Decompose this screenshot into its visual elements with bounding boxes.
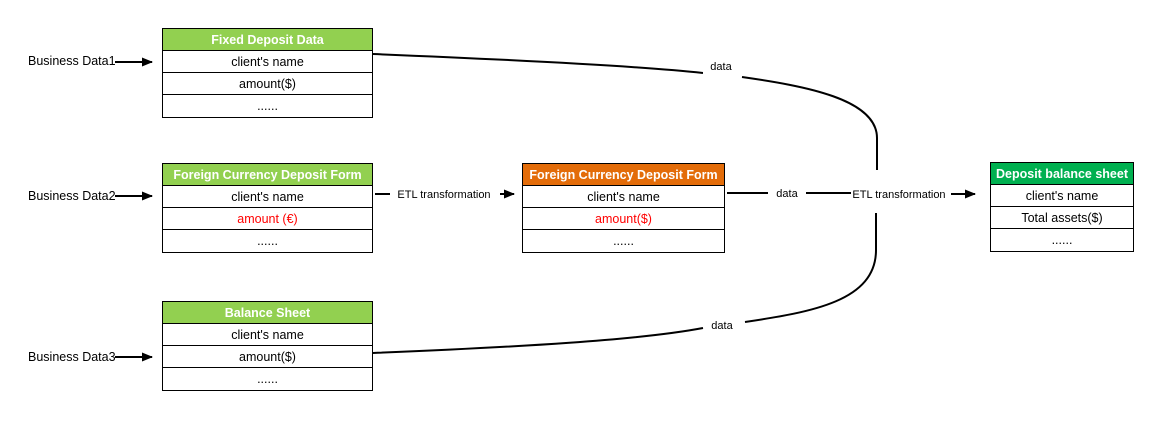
table-row: client's name <box>523 186 724 208</box>
table-header: Foreign Currency Deposit Form <box>163 164 372 186</box>
table-header: Foreign Currency Deposit Form <box>523 164 724 186</box>
table-row: ...... <box>523 230 724 252</box>
connector-data-top-left <box>372 53 704 74</box>
table-header: Fixed Deposit Data <box>163 29 372 51</box>
table-fixed-deposit-data: Fixed Deposit Data client's name amount(… <box>162 28 373 118</box>
table-deposit-balance-sheet: Deposit balance sheet client's name Tota… <box>990 162 1134 252</box>
table-row: client's name <box>163 51 372 73</box>
table-row: client's name <box>163 324 372 346</box>
table-foreign-currency-deposit-form-staged: Foreign Currency Deposit Form client's n… <box>522 163 725 253</box>
table-row: ...... <box>163 230 372 252</box>
table-header: Balance Sheet <box>163 302 372 324</box>
table-row-highlighted: amount($) <box>523 208 724 230</box>
label-data-top: data <box>703 59 739 75</box>
table-row: amount($) <box>163 346 372 368</box>
table-row-highlighted: amount (€) <box>163 208 372 230</box>
label-etl-transformation-right: ETL transformation <box>851 187 947 203</box>
connector-data-top-right <box>741 76 878 170</box>
table-row: ...... <box>163 95 372 117</box>
label-data-bottom: data <box>704 318 740 334</box>
table-row: ...... <box>991 229 1133 251</box>
source-label-business-data3: Business Data3 <box>28 350 116 364</box>
table-foreign-currency-deposit-form-source: Foreign Currency Deposit Form client's n… <box>162 163 373 253</box>
table-row: ...... <box>163 368 372 390</box>
table-balance-sheet: Balance Sheet client's name amount($) ..… <box>162 301 373 391</box>
table-header: Deposit balance sheet <box>991 163 1133 185</box>
connector-data-bottom-left <box>372 327 704 354</box>
source-label-business-data1: Business Data1 <box>28 54 116 68</box>
table-row: amount($) <box>163 73 372 95</box>
table-row: client's name <box>163 186 372 208</box>
table-row: Total assets($) <box>991 207 1133 229</box>
table-row: client's name <box>991 185 1133 207</box>
label-data-mid: data <box>770 186 804 202</box>
connector-data-bottom-right <box>744 213 877 323</box>
source-label-business-data2: Business Data2 <box>28 189 116 203</box>
label-etl-transformation-left: ETL transformation <box>397 187 491 203</box>
